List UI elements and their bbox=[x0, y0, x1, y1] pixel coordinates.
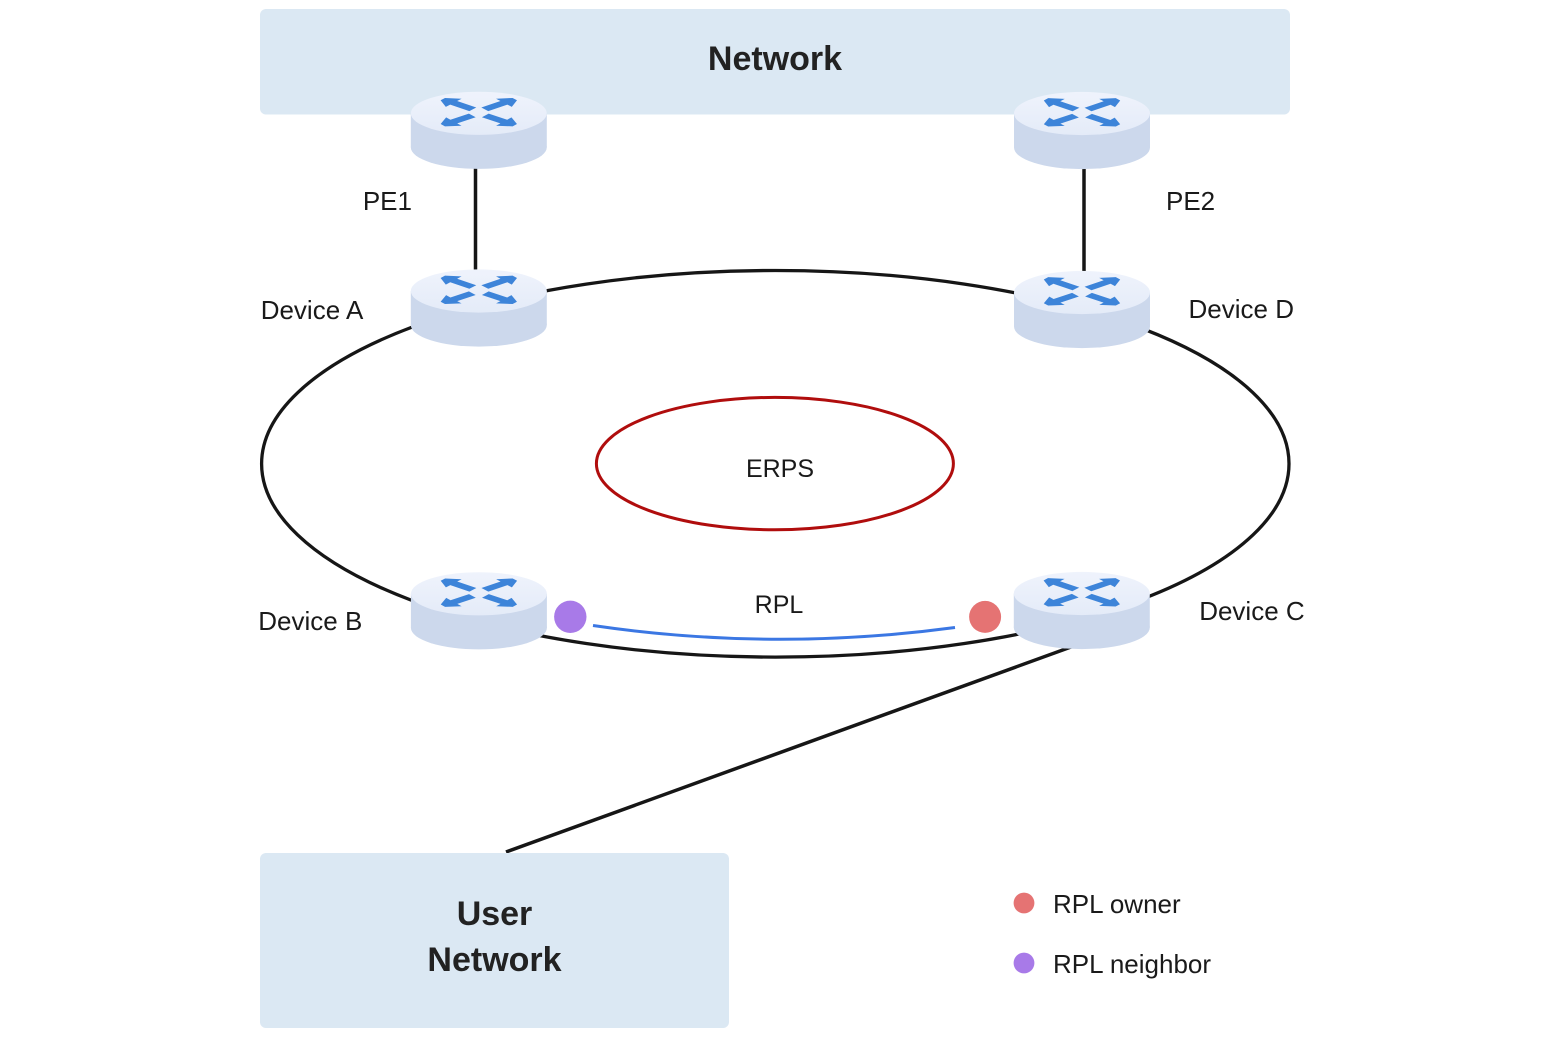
svg-text:Network: Network bbox=[427, 941, 561, 979]
svg-text:Network: Network bbox=[708, 40, 842, 78]
svg-text:ERPS: ERPS bbox=[746, 455, 814, 483]
svg-text:Device D: Device D bbox=[1189, 294, 1294, 324]
svg-text:RPL neighbor: RPL neighbor bbox=[1053, 949, 1211, 979]
svg-text:Device C: Device C bbox=[1199, 596, 1304, 626]
svg-text:RPL owner: RPL owner bbox=[1053, 889, 1181, 919]
svg-text:Device B: Device B bbox=[258, 606, 362, 636]
svg-text:PE1: PE1 bbox=[363, 186, 412, 216]
svg-text:User: User bbox=[457, 895, 533, 933]
svg-text:RPL: RPL bbox=[755, 591, 804, 619]
svg-text:PE2: PE2 bbox=[1166, 186, 1215, 216]
svg-text:Device A: Device A bbox=[261, 295, 364, 325]
